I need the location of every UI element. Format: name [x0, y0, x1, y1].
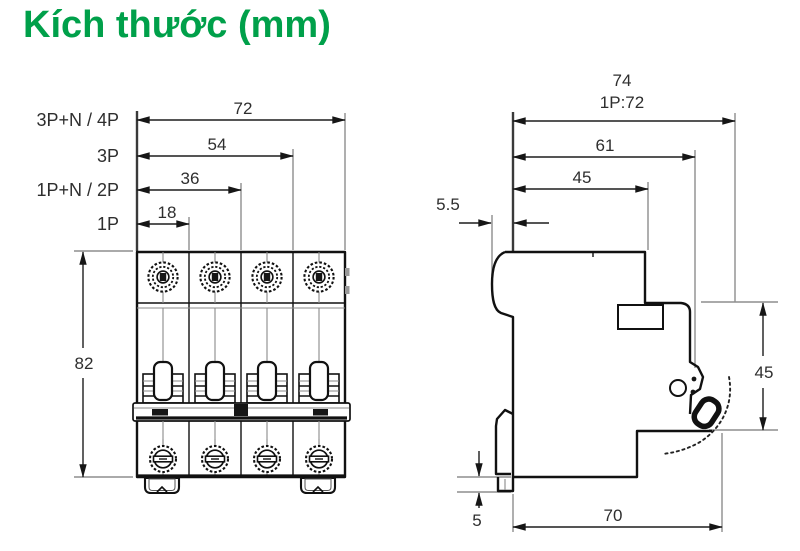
padlock-hole — [669, 379, 687, 397]
dim-55-value: 5.5 — [436, 195, 460, 214]
dim-front-height-45: 45 — [755, 302, 774, 431]
side-view-drawing: 74 1P:72 61 45 5.5 45 — [436, 71, 778, 532]
din-clip-lower — [494, 408, 514, 476]
dim-width-4p: 72 3P+N / 4P — [36, 99, 346, 130]
toggle-lever-side — [691, 396, 722, 430]
side-tab-mark — [345, 286, 350, 294]
dim-5-value: 5 — [472, 511, 481, 530]
din-clip-release-tab — [496, 477, 515, 493]
dim-45-depth-value: 45 — [573, 168, 592, 187]
dim-width-3p: 54 3P — [97, 135, 294, 166]
dim-18-value: 18 — [158, 203, 177, 222]
side-tab-mark — [345, 268, 350, 276]
dim-width-1p: 18 1P — [97, 203, 190, 234]
page-title: Kích thước (mm) — [23, 4, 331, 46]
dim-54-value: 54 — [208, 135, 227, 154]
dim-bottom-70: 70 — [512, 506, 723, 531]
dim-depth-61: 61 — [512, 136, 696, 161]
dim-1p72-value: 1P:72 — [600, 93, 644, 112]
label-4p: 3P+N / 4P — [36, 110, 119, 130]
side-extension-lines — [457, 112, 778, 532]
dim-clip-tab-5: 5 — [472, 451, 483, 530]
dim-depth-45: 45 — [512, 168, 649, 193]
handle-tie-bar — [132, 402, 351, 422]
boss-dot — [691, 376, 697, 382]
dim-74-value: 74 — [613, 71, 632, 90]
label-2p: 1P+N / 2P — [36, 180, 119, 200]
mounting-feet — [143, 476, 337, 495]
dim-61-value: 61 — [596, 136, 615, 155]
dim-height-82: 82 — [75, 251, 94, 478]
dim-36-value: 36 — [181, 169, 200, 188]
dim-depth-74: 74 1P:72 — [512, 71, 736, 125]
dim-72-value: 72 — [234, 99, 253, 118]
dim-width-2p: 36 1P+N / 2P — [36, 169, 242, 200]
dim-82-value: 82 — [75, 354, 94, 373]
front-view-drawing: 72 3P+N / 4P 54 3P 36 1P+N / 2P 18 1P — [36, 99, 351, 495]
label-1p: 1P — [97, 214, 119, 234]
label-3p: 3P — [97, 146, 119, 166]
dim-45-height-value: 45 — [755, 363, 774, 382]
breaker-side-profile — [490, 250, 731, 493]
breaker-front-body — [132, 250, 351, 495]
label-plate — [617, 304, 664, 330]
dim-70-value: 70 — [604, 506, 623, 525]
side-profile-outline — [490, 250, 712, 479]
dim-rail-offset-55: 5.5 — [436, 195, 549, 227]
boss-dot — [690, 389, 696, 395]
lever-swing-arc — [661, 376, 731, 455]
